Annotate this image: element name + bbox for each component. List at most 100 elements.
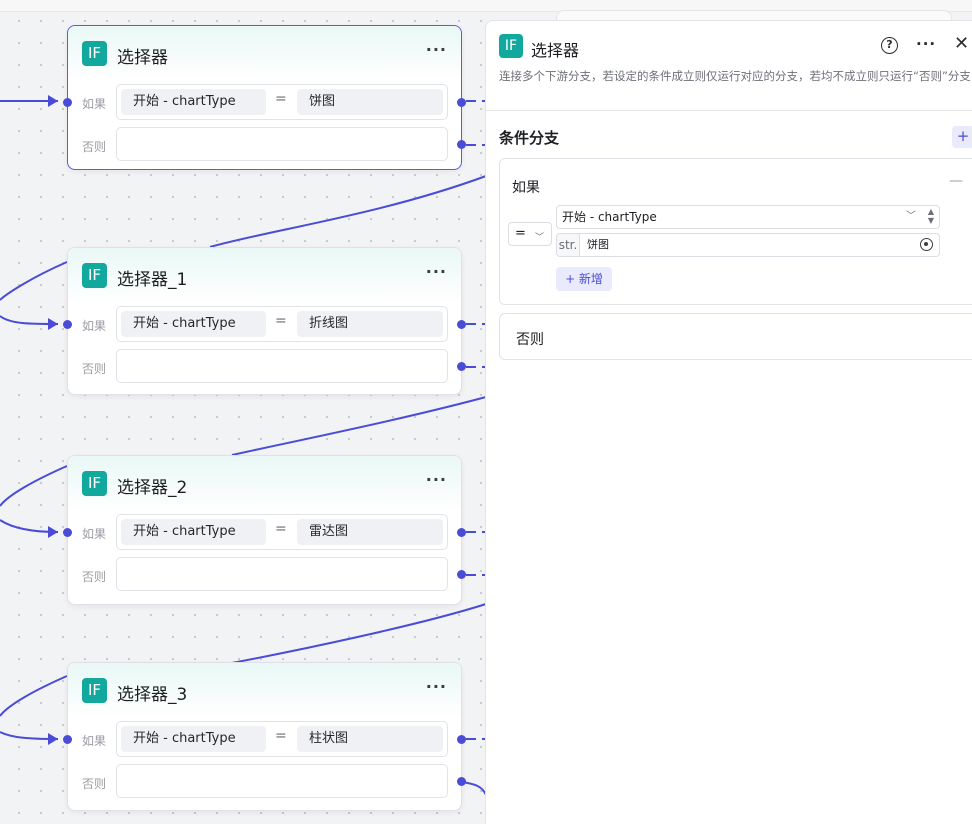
selector-node[interactable]: IF 选择器_3 ··· 如果 开始 - chartType = 柱状图 否则 [63,662,466,811]
more-icon[interactable]: ··· [425,470,447,489]
input-port[interactable] [63,320,72,329]
if-icon: IF [82,471,107,496]
else-row: 否则 [68,125,466,169]
if-output-port[interactable] [457,735,466,744]
branch-title: 如果 [512,180,540,196]
help-icon[interactable]: ? [881,37,898,54]
arrow-3 [48,733,58,745]
more-icon[interactable]: ··· [425,677,447,696]
left-operand: 开始 - chartType [121,89,266,115]
selector-node[interactable]: IF 选择器_1 ··· 如果 开始 - chartType = 折线图 否则 [63,247,466,395]
if-icon: IF [499,34,523,58]
value-text: 饼图 [587,238,609,251]
panel-title[interactable]: 选择器 [531,41,580,60]
top-bar [0,0,972,12]
variable-value: 开始 - chartType [562,210,657,224]
if-label: 如果 [82,527,107,541]
if-label: 如果 [82,319,107,333]
node-header[interactable]: IF 选择器_1 ··· [68,248,461,304]
edge-else-3 [461,781,487,796]
add-branch-button[interactable]: + [952,126,972,148]
else-output-port[interactable] [457,362,466,371]
operator: = [275,521,287,537]
if-row: 如果 开始 - chartType = 饼图 [63,82,466,125]
chevron-down-icon: ﹀ [535,233,545,243]
else-output-port[interactable] [457,777,466,786]
else-box[interactable] [116,764,448,798]
else-label: 否则 [82,140,107,154]
if-output-port[interactable] [457,98,466,107]
value-type-tag[interactable]: str. [557,234,580,256]
edge-else-0 [209,175,487,248]
value-input[interactable]: str. 饼图 [556,233,940,257]
more-icon[interactable]: ··· [425,40,447,59]
if-output-port[interactable] [457,320,466,329]
left-operand: 开始 - chartType [121,519,266,545]
condition-box[interactable]: 开始 - chartType = 雷达图 [116,514,448,550]
condition-box[interactable]: 开始 - chartType = 饼图 [116,84,448,120]
edge-in-3 [0,731,59,740]
if-icon: IF [82,263,107,288]
arrow-1 [48,318,58,330]
selector-node[interactable]: IF 选择器_2 ··· 如果 开始 - chartType = 雷达图 否则 [63,455,466,605]
else-label: 否则 [82,777,107,791]
chevron-down-icon: ﹀ [906,211,916,222]
else-title: 否则 [516,332,544,348]
condition-box[interactable]: 开始 - chartType = 折线图 [116,306,448,342]
operator: = [275,91,287,107]
more-icon[interactable]: ··· [425,262,447,281]
left-operand: 开始 - chartType [121,726,266,752]
input-port[interactable] [63,98,72,107]
stepper-icon[interactable]: ▲▼ [927,207,935,225]
else-label: 否则 [82,362,107,376]
variable-picker-icon[interactable] [920,238,933,251]
collapse-icon[interactable]: — [949,173,963,189]
right-operand: 折线图 [297,311,443,337]
node-title: 选择器 [117,48,168,68]
else-row: 否则 [68,762,466,810]
panel-description: 连接多个下游分支，若设定的条件成立则仅运行对应的分支，若均不成立则只运行“否则”… [499,69,971,83]
operator: = [275,313,287,329]
more-icon[interactable]: ··· [916,35,937,53]
edge-else-2 [231,603,487,664]
node-title: 选择器_1 [117,270,188,290]
if-icon: IF [82,678,107,703]
if-row: 如果 开始 - chartType = 折线图 [63,304,466,347]
else-output-port[interactable] [457,140,466,149]
if-label: 如果 [82,734,107,748]
else-label: 否则 [82,570,107,584]
input-port[interactable] [63,528,72,537]
if-branch-card: 如果 — = ﹀ 开始 - chartType ﹀ ▲▼ str. 饼图 + 新… [499,158,972,305]
edge-in-2 [0,519,59,533]
edge-else-1 [231,396,487,456]
if-output-port[interactable] [457,528,466,537]
else-row: 否则 [68,347,466,394]
node-title: 选择器_3 [117,685,188,705]
edge-else-0b [0,261,68,301]
left-operand: 开始 - chartType [121,311,266,337]
node-header[interactable]: IF 选择器_2 ··· [68,456,461,512]
operator-value: = [515,226,526,241]
section-title: 条件分支 [499,129,560,147]
else-output-port[interactable] [457,570,466,579]
operator: = [275,728,287,744]
else-box[interactable] [116,349,448,383]
arrow-2 [48,526,58,538]
node-header[interactable]: IF 选择器_3 ··· [68,663,461,719]
node-header[interactable]: IF 选择器 ··· [68,26,461,82]
node-config-panel: IF 选择器 ? ··· ✕ 连接多个下游分支，若设定的条件成立则仅运行对应的分… [485,20,972,824]
condition-box[interactable]: 开始 - chartType = 柱状图 [116,721,448,757]
variable-select[interactable]: 开始 - chartType ﹀ ▲▼ [556,205,940,229]
else-branch-card: 否则 [499,313,972,360]
else-box[interactable] [116,127,448,161]
else-box[interactable] [116,557,448,591]
input-port[interactable] [63,735,72,744]
if-label: 如果 [82,97,107,111]
arrow-0 [48,95,58,107]
close-icon[interactable]: ✕ [954,33,970,54]
selector-node[interactable]: IF 选择器 ··· 如果 开始 - chartType = 饼图 否则 [63,25,466,170]
add-condition-button[interactable]: + 新增 [556,267,612,291]
if-row: 如果 开始 - chartType = 柱状图 [63,719,466,762]
right-operand: 柱状图 [297,726,443,752]
operator-select[interactable]: = ﹀ [508,222,552,246]
